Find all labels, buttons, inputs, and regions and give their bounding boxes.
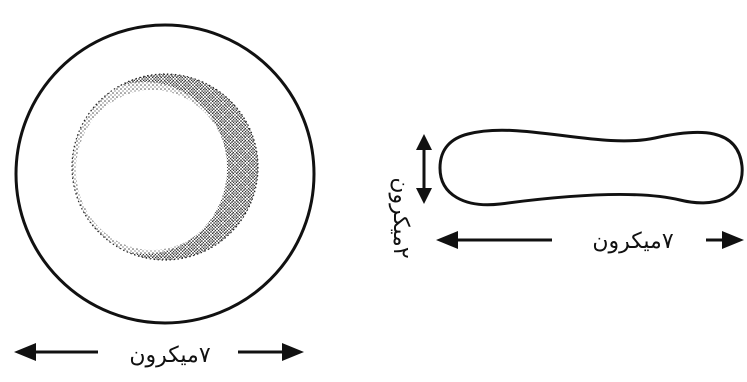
thickness-arrowhead-bottom bbox=[416, 188, 432, 204]
side-view-cell bbox=[440, 130, 742, 205]
side-right-arrowhead bbox=[722, 231, 744, 249]
side-thickness-label: ۲میکرون bbox=[388, 177, 413, 258]
side-view-thickness-indicator: ۲میکرون bbox=[388, 134, 432, 259]
side-view-width-indicator: ۷میکرون bbox=[436, 229, 744, 254]
cell-side-profile bbox=[440, 130, 742, 205]
side-width-label: ۷میکرون bbox=[592, 229, 674, 254]
front-left-arrowhead bbox=[14, 343, 36, 361]
central-pallor-stipple-dense bbox=[72, 74, 258, 260]
front-width-label: ۷میکرون bbox=[129, 343, 211, 368]
front-view-cell bbox=[16, 25, 314, 323]
front-right-arrowhead bbox=[282, 343, 304, 361]
thickness-arrowhead-top bbox=[416, 134, 432, 150]
front-view-width-indicator: ۷میکرون bbox=[14, 343, 304, 368]
